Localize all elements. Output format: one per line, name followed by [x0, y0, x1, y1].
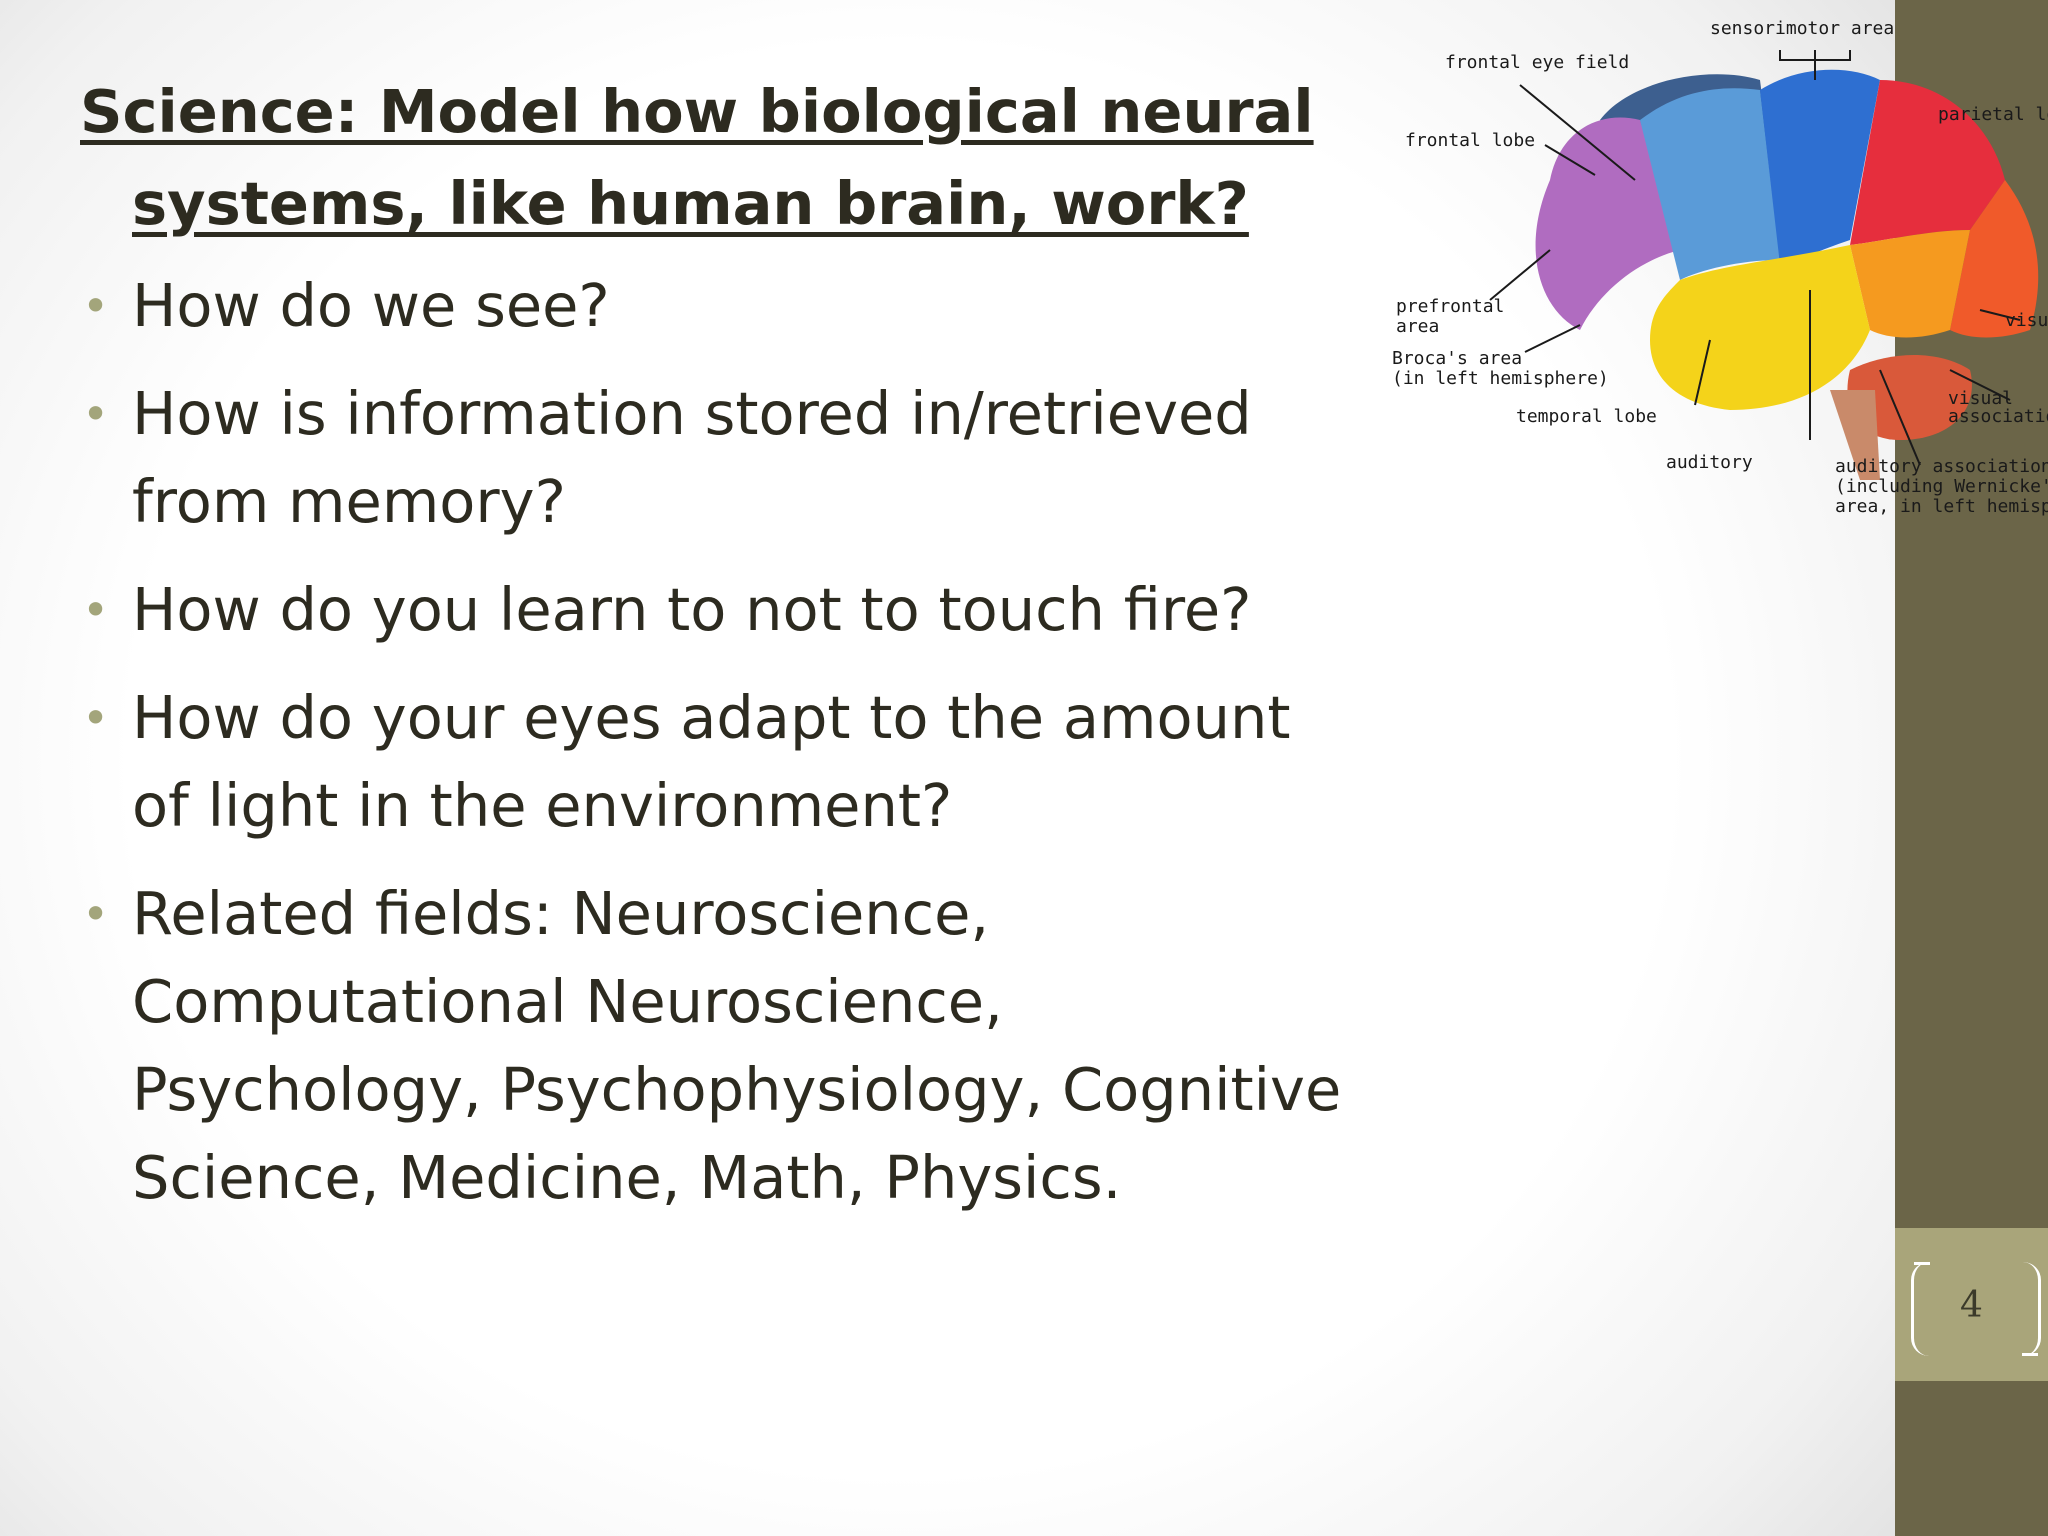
label-aud-assoc-2: (including Wernicke's	[1835, 476, 2048, 497]
label-visual-assoc-2: association	[1948, 406, 2048, 427]
page-number: 4	[1960, 1285, 1983, 1326]
bullet-dot-icon: •	[82, 887, 110, 941]
bullet-item: • How is information stored in/retrieved …	[80, 370, 1360, 546]
label-visual: visual	[2005, 310, 2048, 331]
bullet-dot-icon: •	[82, 583, 110, 637]
cerebellum-region	[1847, 355, 1972, 440]
bullet-text: How do we see?	[132, 271, 610, 340]
label-temporal-lobe: temporal lobe	[1516, 406, 1657, 427]
parietal-region	[1850, 80, 2005, 245]
label-visual-assoc-1: visual	[1948, 388, 2013, 409]
occipital-region	[1950, 180, 2039, 338]
label-sensorimotor: sensorimotor area	[1710, 18, 1894, 39]
frontal-lobe-region	[1535, 117, 1680, 330]
bullet-item: • How do you learn to not to touch fire?	[80, 566, 1360, 654]
title-line-2: systems, like human brain, work?	[132, 169, 1249, 238]
bullet-text: How is information stored in/retrieved f…	[132, 379, 1252, 536]
slide-title: Science: Model how biological neural sys…	[80, 66, 1340, 250]
temporal-region	[1650, 245, 1870, 410]
bullet-item: • How do we see?	[80, 262, 1360, 350]
bullet-text: Related fields: Neuroscience, Computatio…	[132, 879, 1342, 1212]
brain-diagram: sensorimotor area frontal eye field pari…	[1392, 18, 2048, 517]
label-prefrontal-1: prefrontal	[1396, 296, 1504, 317]
label-broca-2: (in left hemisphere)	[1392, 368, 1609, 389]
label-broca-1: Broca's area	[1392, 348, 1522, 369]
bullet-text: How do you learn to not to touch fire?	[132, 575, 1252, 644]
label-aud-assoc-3: area, in left hemisphere)	[1835, 496, 2048, 517]
label-frontal-eye-field: frontal eye field	[1445, 52, 1629, 73]
page-number-frame	[1911, 1262, 2041, 1356]
sensorimotor-region	[1760, 69, 1880, 265]
bullet-dot-icon: •	[82, 691, 110, 745]
bullet-list: • How do we see? • How is information stor…	[80, 262, 1360, 1242]
parietal-assoc-region	[1850, 230, 1970, 338]
label-auditory: auditory	[1666, 452, 1753, 473]
label-prefrontal-2: area	[1396, 316, 1439, 337]
bullet-text: How do your eyes adapt to the amount of …	[132, 683, 1291, 840]
bullet-dot-icon: •	[82, 279, 110, 333]
title-line-1: Science: Model how biological neural	[80, 77, 1314, 146]
label-parietal-lobe: parietal lobe	[1938, 104, 2048, 125]
label-frontal-lobe: frontal lobe	[1405, 130, 1535, 151]
premotor-region	[1640, 88, 1780, 280]
leader-lines	[1489, 50, 2021, 466]
bullet-dot-icon: •	[82, 387, 110, 441]
label-aud-assoc-1: auditory association	[1835, 456, 2048, 477]
brainstem-region	[1830, 390, 1880, 480]
bullet-item: • How do your eyes adapt to the amount of…	[80, 674, 1360, 850]
bullet-item: • Related fields: Neuroscience, Computati…	[80, 870, 1360, 1222]
